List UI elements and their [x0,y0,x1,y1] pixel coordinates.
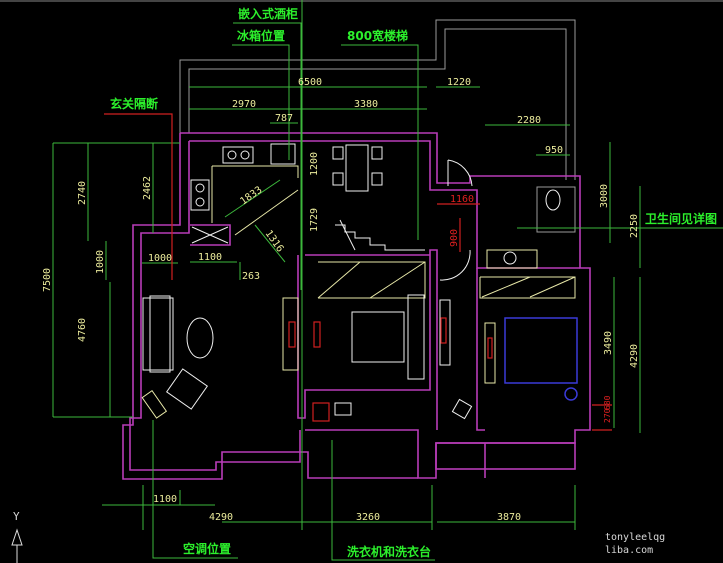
dim-2462: 2462 [142,176,153,200]
label-washer: 洗衣机和洗衣台 [347,544,431,559]
watermark-line2: liba.com [605,545,653,556]
middle-bedroom [312,261,451,422]
axis-y-label: Y [13,510,20,523]
kitchen-fixtures [190,143,299,244]
stove-icon [190,179,210,211]
label-entry-partition: 玄关隔断 [110,96,158,111]
double-bed-icon [504,317,578,384]
label-fridge-position: 冰箱位置 [237,28,285,43]
label-wine-cabinet: 嵌入式酒柜 [238,6,298,21]
dining-table [332,144,383,192]
dim-2250: 2250 [629,214,640,238]
roof-outline [179,19,576,180]
dim-950: 950 [545,145,563,156]
washer-icon [312,402,330,422]
dim-3870: 3870 [497,512,521,523]
dim-1200: 1200 [309,152,320,176]
dim-680: 680 [603,395,612,410]
dimension-lines [52,0,641,530]
dim-1316: 1316 [263,228,286,254]
dim-3380: 3380 [354,99,378,110]
dim-900: 900 [449,229,460,247]
dim-1000-entry: 1000 [148,253,172,264]
washbasin-icon [503,251,517,265]
dim-787: 787 [275,113,293,124]
label-ac-position: 空调位置 [183,541,231,556]
watermark-line1: tonyleelqg [605,532,665,543]
dim-7500: 7500 [42,268,53,292]
fridge-icon [270,143,296,165]
dim-1000-vertical: 1000 [95,250,106,274]
dim-263: 263 [242,271,260,282]
bed-icon [351,311,405,363]
toilet-icon [545,189,561,211]
dim-4290-bottom: 4290 [209,512,233,523]
living-furniture [141,295,321,419]
dim-4290-right: 4290 [629,344,640,368]
dim-3260: 3260 [356,512,380,523]
sink-icon [222,146,254,164]
dim-1833: 1833 [238,185,264,208]
coffee-table-icon [186,317,214,359]
walls [122,132,591,480]
dim-4760: 4760 [77,318,88,342]
bathroom [439,159,578,420]
label-stairs: 800宽楼梯 [347,28,408,43]
dim-3490: 3490 [603,331,614,355]
label-bathroom-detail: 卫生间见详图 [645,211,717,226]
dim-270: 270 [603,408,612,423]
dim-3000: 3000 [599,184,610,208]
staircase [335,219,425,251]
dim-1220: 1220 [447,77,471,88]
armchair-icon [165,368,209,410]
ucs-axis-icon: Y [11,510,23,563]
leader-lines [104,22,723,561]
dim-1100-entry: 1100 [198,252,222,263]
dim-6500: 6500 [298,77,322,88]
dim-1160: 1160 [450,194,474,205]
dim-2970: 2970 [232,99,256,110]
dim-2740: 2740 [77,181,88,205]
sofa-icon [142,297,174,371]
dim-1729: 1729 [309,208,320,232]
dim-1100-bottom: 1100 [153,494,177,505]
dim-2280: 2280 [517,115,541,126]
